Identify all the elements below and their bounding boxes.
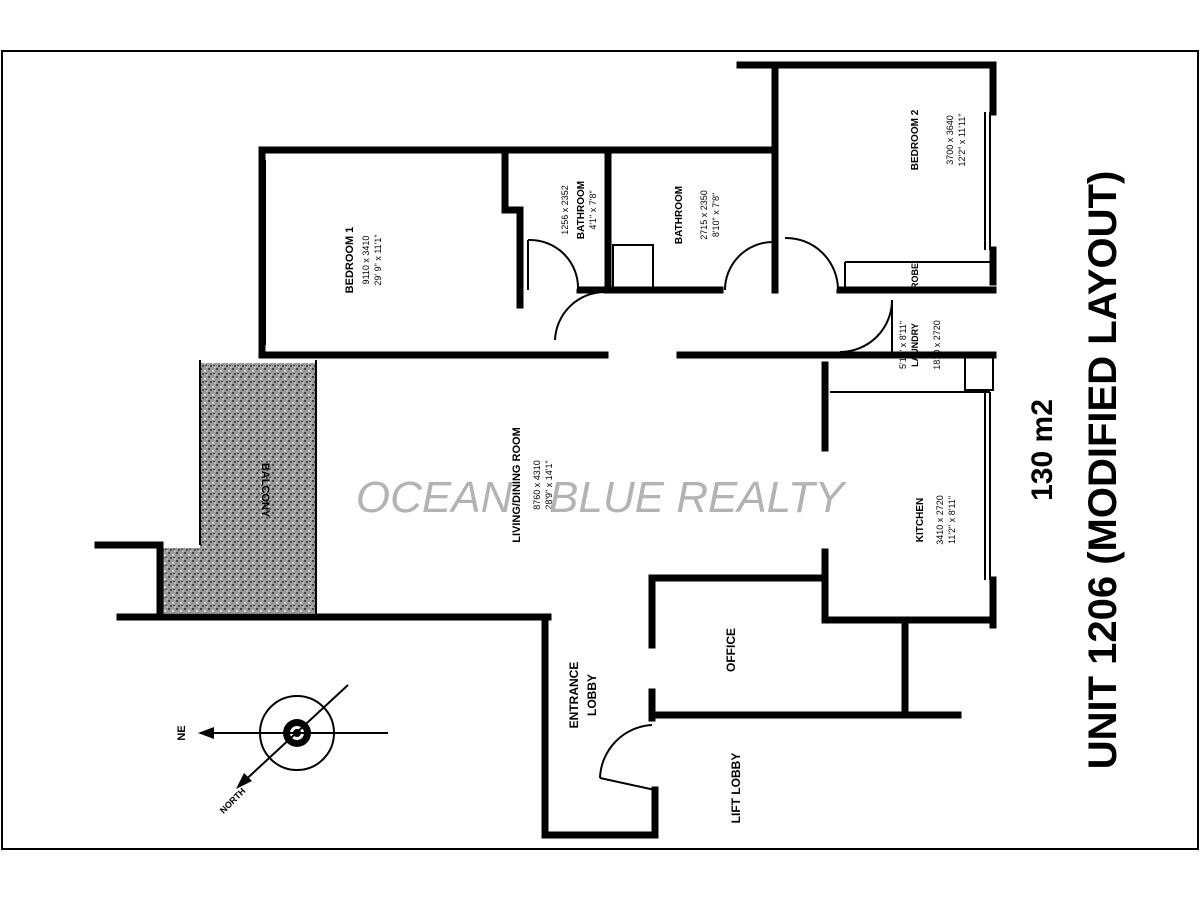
bedroom1-label: BEDROOM 1 xyxy=(344,227,356,294)
laundry-dim-ft: 5'11" x 8'11" xyxy=(898,321,908,369)
compass-ne-label: NE xyxy=(176,725,188,740)
living-dim-mm: 8760 x 4310 xyxy=(532,460,542,510)
robe-label: ROBE xyxy=(910,263,920,289)
doors xyxy=(527,236,893,791)
ensuite-dim-ft: 4'1" x 7'8" xyxy=(588,190,598,229)
ne-arrow-icon xyxy=(198,727,214,739)
kitchen-dim-mm: 3410 x 2720 xyxy=(935,495,945,545)
windows xyxy=(264,112,991,580)
lift-lobby-label: LIFT LOBBY xyxy=(729,753,743,824)
walls xyxy=(94,61,997,839)
bedroom2-label: BEDROOM 2 xyxy=(910,109,921,170)
kitchen-label: KITCHEN xyxy=(915,498,926,542)
image-frame xyxy=(1,50,1199,850)
bedroom2-dim-mm: 3700 x 3640 xyxy=(945,115,955,165)
laundry-label: LAUNDRY xyxy=(910,323,920,367)
balcony-label: BALCONY xyxy=(259,463,271,518)
unit-title: UNIT 1206 (MODIFIED LAYOUT) xyxy=(1081,171,1125,770)
door-bedroom1 xyxy=(554,290,606,341)
ensuite-label: BATHROOM xyxy=(576,181,587,239)
room-labels: BEDROOM 1 9110 x 3410 29' 9" x 11'1" 125… xyxy=(259,109,967,823)
door-laundry xyxy=(839,299,893,353)
bedroom1-dim-mm: 9110 x 3410 xyxy=(361,236,371,285)
bathroom-dim-mm: 2715 x 2350 xyxy=(699,190,709,240)
living-label: LIVING/DINING ROOM xyxy=(511,427,523,543)
door-entrance xyxy=(599,724,653,779)
ensuite-dim-mm: 1256 x 2352 xyxy=(560,185,570,235)
entrance-sub-label: LOBBY xyxy=(585,674,599,716)
compass: NE NORTH xyxy=(176,684,388,816)
bedroom1-dim-ft: 29' 9" x 11'1" xyxy=(373,234,383,285)
laundry-dim-mm: 1810 x 2720 xyxy=(932,320,942,370)
bedroom2-dim-ft: 12'2" x 11'11" xyxy=(957,113,967,166)
door-ensuite xyxy=(527,238,580,291)
bathroom-label: BATHROOM xyxy=(674,186,685,244)
door-bathroom xyxy=(724,241,773,291)
bathroom-dim-ft: 8'10" x 7'8" xyxy=(711,193,721,237)
balcony-floor xyxy=(200,363,316,613)
living-dim-ft: 28'9" x 14'1" xyxy=(544,460,554,509)
balcony-floor-lower xyxy=(163,548,203,613)
door-bedroom2 xyxy=(784,236,839,291)
north-arrow-icon xyxy=(236,773,252,789)
office-label: OFFICE xyxy=(724,628,738,672)
unit-area: 130 m2 xyxy=(1026,399,1059,501)
watermark: OCEAN BLUE REALTY xyxy=(356,473,847,522)
compass-north-label: NORTH xyxy=(218,786,248,816)
kitchen-dim-ft: 11'2" x 8'11" xyxy=(947,496,957,544)
entrance-label: ENTRANCE xyxy=(567,662,581,729)
